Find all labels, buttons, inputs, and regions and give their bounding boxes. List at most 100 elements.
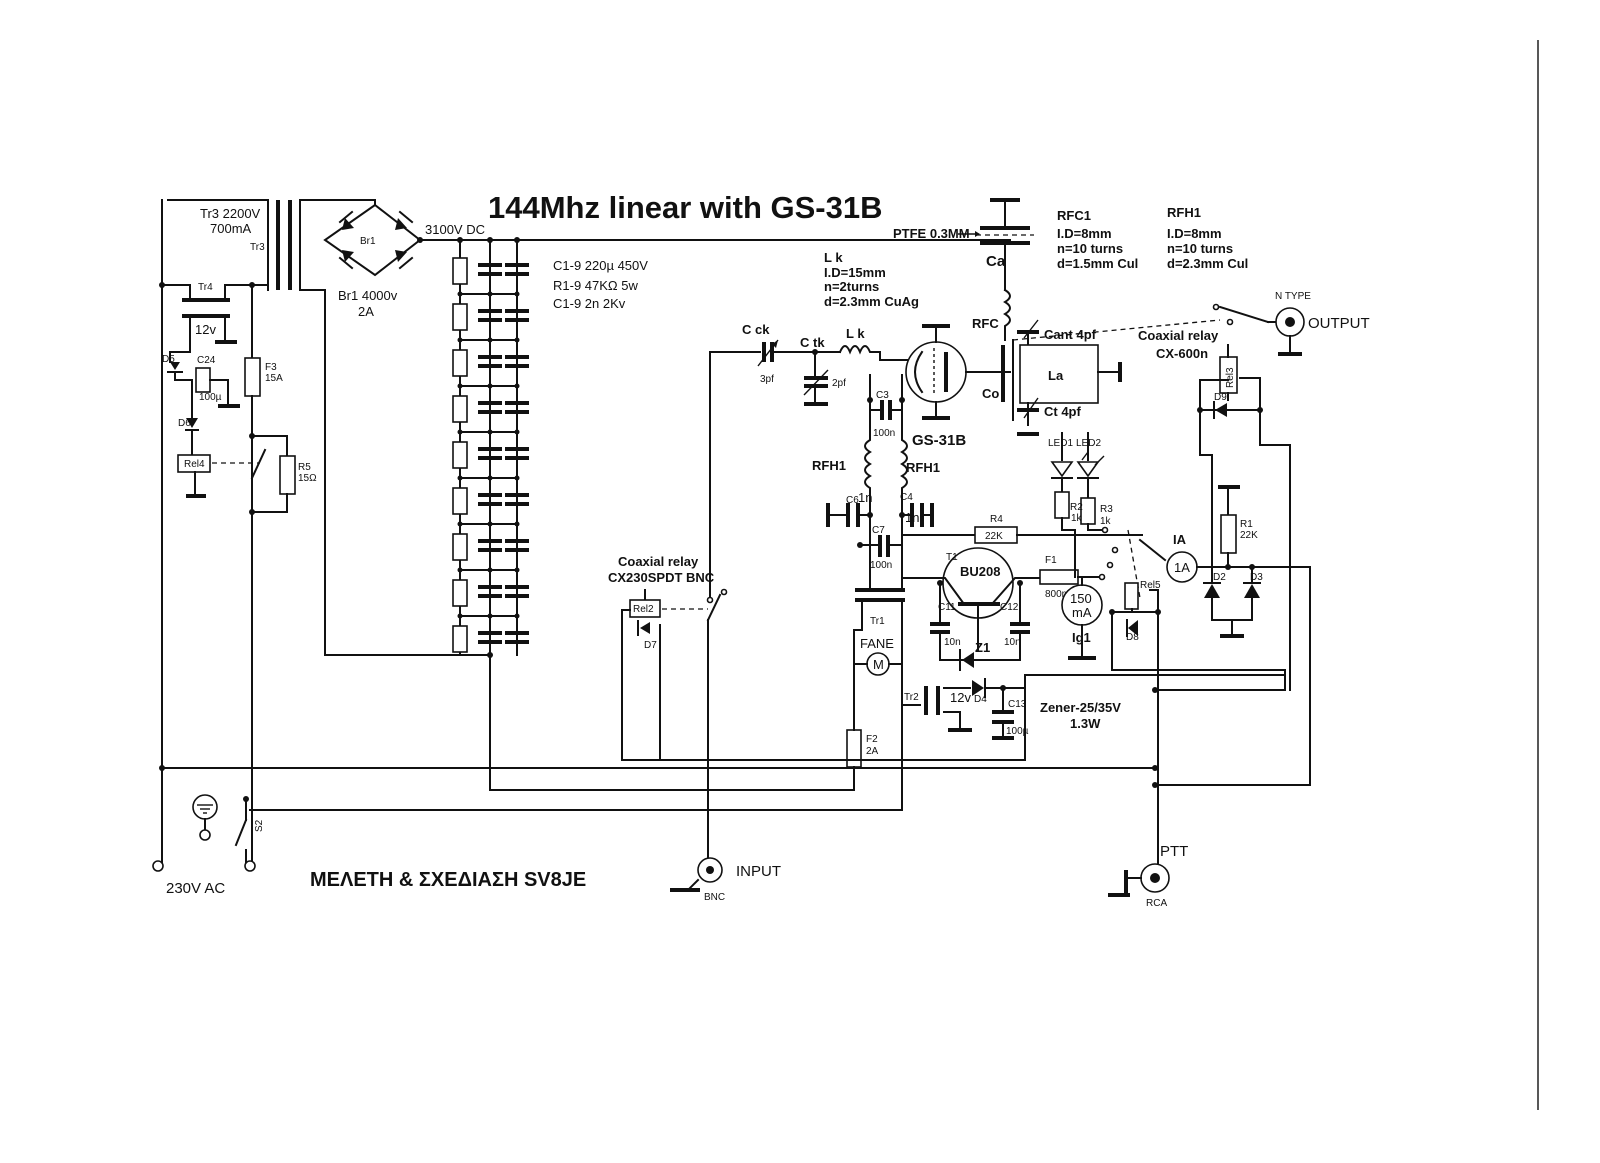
bank-resistor-2 <box>452 303 468 331</box>
c11-value: 10n <box>944 637 961 648</box>
capacitor-c24 <box>195 367 211 393</box>
tr2-label: Tr2 <box>904 692 919 703</box>
la-label: La <box>1048 368 1064 383</box>
switch-contact-1 <box>1101 526 1109 534</box>
ig1-meter-value: 150 <box>1070 591 1092 606</box>
tube-label: GS-31B <box>912 432 966 449</box>
ia-meter-value: 1A <box>1174 560 1190 575</box>
bank-note-3: C1-9 2n 2Kv <box>553 296 626 311</box>
fuse-f1 <box>1039 569 1079 585</box>
ig1-meter-unit: mA <box>1072 605 1092 620</box>
c24-label: C24 <box>197 355 216 366</box>
r1-value: 22K <box>1240 530 1258 541</box>
transformer-tr4: Tr4 12v <box>182 282 253 344</box>
rel2-contact-a <box>706 596 714 604</box>
c24-value: 100µ <box>199 392 222 403</box>
bank-note-2: R1-9 47KΩ 5w <box>553 278 638 293</box>
filament-section: C3 100n RFH1 RFH1 C6 1n C4 1n C7 100n Tr… <box>249 374 940 811</box>
c4-label: C4 <box>900 492 913 503</box>
d4-label: D4 <box>974 694 987 705</box>
resistor-r5 <box>279 455 296 495</box>
s2-label: S2 <box>254 819 265 832</box>
fuse-f2 <box>846 729 862 768</box>
bank-resistor-7 <box>452 533 468 561</box>
earth-terminal-pin <box>199 829 211 841</box>
tr3-current: 700mA <box>210 221 252 236</box>
power-supply-section: Tr3 2200V 700mA Tr3 Br1 Br1 4000v 2A 310… <box>152 199 1011 897</box>
ctk-value: 2pf <box>832 378 846 389</box>
lk-spec-title: L k <box>824 250 843 265</box>
c13-value: 100µ <box>1006 726 1029 737</box>
rel3-label: Rel3 <box>1225 367 1236 388</box>
led1 <box>1050 461 1074 478</box>
d2-label: D2 <box>1213 572 1226 583</box>
switch-contact-2 <box>1111 546 1119 554</box>
tr2-supply: Tr2 12v D4 C13 100µ Zener-25/35V 1.3W <box>901 674 1286 761</box>
rfc-label: RFC <box>972 316 999 331</box>
output-relay-model: CX-600n <box>1156 346 1208 361</box>
input-relay-model: CX230SPDT BNC <box>608 570 715 585</box>
meter-switch-contact <box>1098 573 1106 581</box>
rfc1-title: RFC1 <box>1057 208 1091 223</box>
tr1-label: Tr1 <box>870 616 885 627</box>
t1-label: T1 <box>946 552 958 563</box>
anode-circuit: PTFE 0.3MM Ca RFC Cant 4pf La Co Ct 4pf <box>893 198 1221 436</box>
ctk-label: C tk <box>800 335 825 350</box>
lk-spec-3: d=2.3mm CuAg <box>824 294 919 309</box>
tr2-voltage: 12v <box>950 690 971 705</box>
rel5-label: Rel5 <box>1140 580 1161 591</box>
meters-section: LED1 LED2 R2 1k R3 1k IA 1A Rel5 D <box>1048 432 1311 881</box>
motor-glyph: M <box>873 657 884 672</box>
zener-note-2: 1.3W <box>1070 716 1101 731</box>
rfc1-spec-2: n=10 turns <box>1057 241 1123 256</box>
tr3-tag: Tr3 <box>250 242 265 253</box>
ptfe-label: PTFE 0.3MM <box>893 226 970 241</box>
br1-rating: Br1 4000v <box>338 288 398 303</box>
bank-resistor-9 <box>452 625 468 653</box>
ntype-label: N TYPE <box>1275 291 1311 302</box>
led2-label: LED2 <box>1076 438 1101 449</box>
earth-terminal <box>192 794 218 820</box>
bank-resistor-1 <box>452 257 468 285</box>
relay-rel2 <box>629 599 661 618</box>
output-relay-title: Coaxial relay <box>1138 328 1219 343</box>
ac-terminal-right <box>244 860 256 872</box>
switch-contact-3 <box>1106 561 1114 569</box>
d7-label: D7 <box>644 640 657 651</box>
resistor-r3 <box>1080 497 1096 525</box>
rel3-contact-nc <box>1226 318 1234 326</box>
f3-value: 15A <box>265 373 283 384</box>
rel4-label: Rel4 <box>184 459 205 470</box>
output-label: OUTPUT <box>1308 315 1370 332</box>
f1-value: 800mA <box>1045 589 1077 600</box>
rfh1-right-label: RFH1 <box>906 460 940 475</box>
bank-resistor-3 <box>452 349 468 377</box>
tube-gs31b: GS-31B <box>905 324 1011 449</box>
c7-label: C7 <box>872 525 885 536</box>
f1-label: F1 <box>1045 555 1057 566</box>
schematic-title: 144Mhz linear with GS-31B <box>488 190 883 225</box>
transformer-tr3: Tr3 2200V 700mA Tr3 <box>200 199 491 656</box>
rfh1-title: RFH1 <box>1167 205 1201 220</box>
rel3-contact-no <box>1212 303 1220 311</box>
d8-label: D8 <box>1126 632 1139 643</box>
r2-label: R2 <box>1070 502 1083 513</box>
r1-label: R1 <box>1240 519 1253 530</box>
zener-note-1: Zener-25/35V <box>1040 700 1121 715</box>
lk-label: L k <box>846 326 865 341</box>
c3-value: 100n <box>873 428 895 439</box>
rfc1-spec-1: I.D=8mm <box>1057 226 1112 241</box>
rel2-label: Rel2 <box>633 604 654 615</box>
d5-label: D5 <box>162 354 175 365</box>
rfh1-spec-2: n=10 turns <box>1167 241 1233 256</box>
bank-note-1: C1-9 220µ 450V <box>553 258 648 273</box>
bank-resistor-5 <box>452 441 468 469</box>
c12-value: 10n <box>1004 637 1021 648</box>
br1-current: 2A <box>358 304 374 319</box>
d6-label: D6 <box>178 418 191 429</box>
output-section: N TYPE OUTPUT Coaxial relay CX-600n Rel3… <box>1138 291 1370 691</box>
cck-label: C ck <box>742 322 770 337</box>
lk-spec-2: n=2turns <box>824 279 879 294</box>
f3-label: F3 <box>265 362 277 373</box>
ptt-section: PTT RCA <box>1108 843 1188 909</box>
